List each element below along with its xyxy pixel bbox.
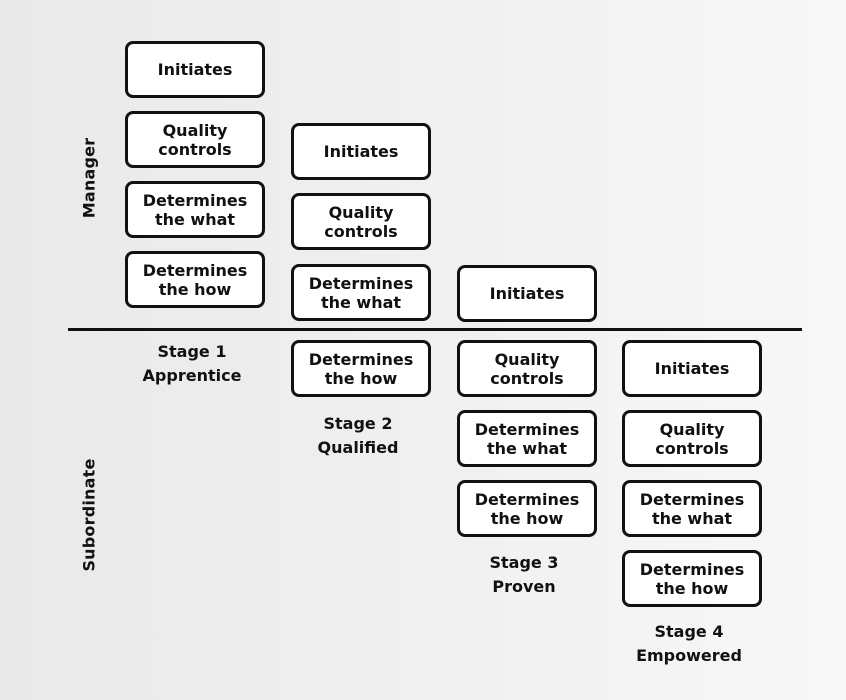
manager-axis-label: Manager (79, 137, 99, 219)
stage-3-label: Stage 3 Proven (444, 551, 604, 599)
stage-4-determines-how-box: Determines the how (622, 550, 762, 607)
stage-1-label: Stage 1 Apprentice (112, 340, 272, 388)
stage-2-determines-how-box: Determines the how (291, 340, 431, 397)
stage-4-initiates-box: Initiates (622, 340, 762, 397)
stage-1-determines-how-box: Determines the how (125, 251, 265, 308)
stage-1-quality-controls-box: Quality controls (125, 111, 265, 168)
stage-1-name: Apprentice (142, 366, 242, 385)
stage-4-name: Empowered (636, 646, 742, 665)
stage-3-quality-controls-box: Quality controls (457, 340, 597, 397)
stage-3-name: Proven (492, 577, 556, 596)
subordinate-axis-label: Subordinate (79, 458, 99, 572)
stage-3-number: Stage 3 (489, 553, 559, 572)
stage-2-initiates-box: Initiates (291, 123, 431, 180)
stage-4-quality-controls-box: Quality controls (622, 410, 762, 467)
stage-3-initiates-box: Initiates (457, 265, 597, 322)
stage-3-determines-what-box: Determines the what (457, 410, 597, 467)
stage-1-initiates-box: Initiates (125, 41, 265, 98)
stage-4-determines-what-box: Determines the what (622, 480, 762, 537)
stage-2-number: Stage 2 (323, 414, 393, 433)
stage-2-determines-what-box: Determines the what (291, 264, 431, 321)
stage-2-label: Stage 2 Qualified (278, 412, 438, 460)
stage-4-number: Stage 4 (654, 622, 724, 641)
manager-subordinate-divider (68, 328, 802, 331)
stage-3-determines-how-box: Determines the how (457, 480, 597, 537)
stage-1-determines-what-box: Determines the what (125, 181, 265, 238)
stage-2-quality-controls-box: Quality controls (291, 193, 431, 250)
stage-4-label: Stage 4 Empowered (609, 620, 769, 668)
stage-2-name: Qualified (317, 438, 399, 457)
stage-1-number: Stage 1 (157, 342, 227, 361)
